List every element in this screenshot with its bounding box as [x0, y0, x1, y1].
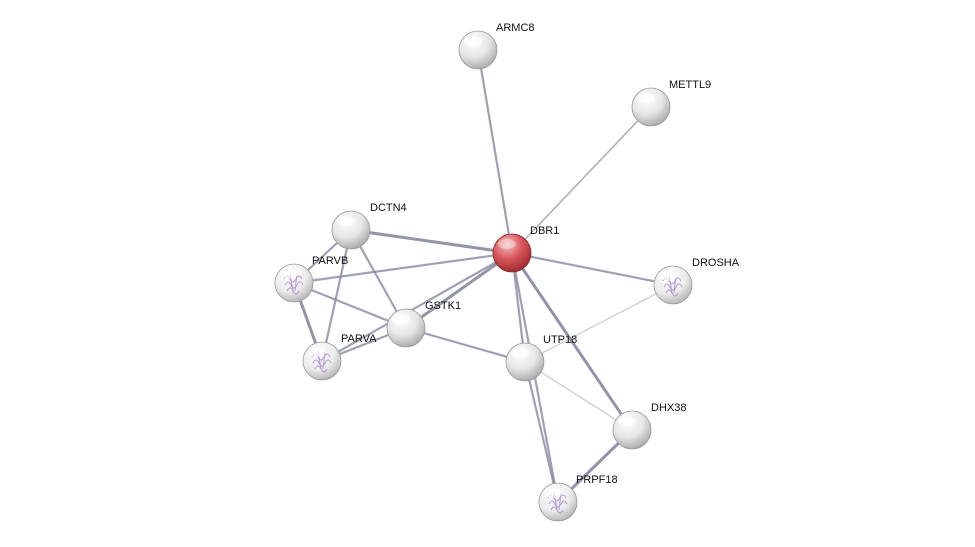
- node-sphere[interactable]: [275, 264, 313, 302]
- node-highlight: [464, 36, 482, 46]
- node-highlight: [544, 488, 562, 498]
- node-label: ARMC8: [496, 22, 535, 34]
- node-dhx38[interactable]: DHX38: [613, 402, 686, 449]
- node-sphere[interactable]: [654, 266, 692, 304]
- edge-gstk1-dbr1[interactable]: [406, 253, 512, 328]
- edge-utp18-drosha[interactable]: [525, 285, 673, 362]
- node-highlight: [511, 348, 529, 358]
- node-label: GSTK1: [425, 300, 461, 312]
- node-prpf18[interactable]: PRPF18: [539, 474, 618, 521]
- node-highlight: [618, 416, 636, 426]
- node-highlight: [637, 93, 655, 103]
- node-sphere[interactable]: [632, 88, 670, 126]
- node-label: DCTN4: [370, 202, 407, 214]
- node-sphere[interactable]: [539, 483, 577, 521]
- node-sphere[interactable]: [332, 211, 370, 249]
- edge-armc8-dbr1[interactable]: [478, 50, 512, 253]
- node-label: DROSHA: [692, 257, 740, 269]
- node-label: PRPF18: [576, 474, 618, 486]
- edge-drosha-dbr1[interactable]: [512, 253, 673, 285]
- node-highlight: [280, 269, 298, 279]
- node-sphere[interactable]: [613, 411, 651, 449]
- node-label: UTP18: [543, 334, 577, 346]
- node-sphere[interactable]: [387, 309, 425, 347]
- node-highlight: [308, 347, 326, 357]
- node-mettl9[interactable]: METTL9: [632, 79, 711, 126]
- node-dctn4[interactable]: DCTN4: [332, 202, 407, 249]
- node-label: METTL9: [669, 79, 711, 91]
- node-sphere[interactable]: [493, 234, 531, 272]
- node-utp18[interactable]: UTP18: [506, 334, 577, 381]
- node-highlight: [659, 271, 677, 281]
- node-armc8[interactable]: ARMC8: [459, 22, 535, 69]
- edge-utp18-prpf18[interactable]: [525, 362, 558, 502]
- node-drosha[interactable]: DROSHA: [654, 257, 740, 304]
- node-highlight: [498, 239, 516, 249]
- node-highlight: [392, 314, 410, 324]
- node-sphere[interactable]: [303, 342, 341, 380]
- node-sphere[interactable]: [506, 343, 544, 381]
- node-label: PARVA: [341, 333, 377, 345]
- node-dbr1[interactable]: DBR1: [493, 225, 559, 272]
- node-label: DBR1: [530, 225, 559, 237]
- edge-dctn4-dbr1[interactable]: [351, 230, 512, 253]
- node-sphere[interactable]: [459, 31, 497, 69]
- node-label: PARVB: [312, 255, 348, 267]
- node-highlight: [337, 216, 355, 226]
- node-label: DHX38: [651, 402, 686, 414]
